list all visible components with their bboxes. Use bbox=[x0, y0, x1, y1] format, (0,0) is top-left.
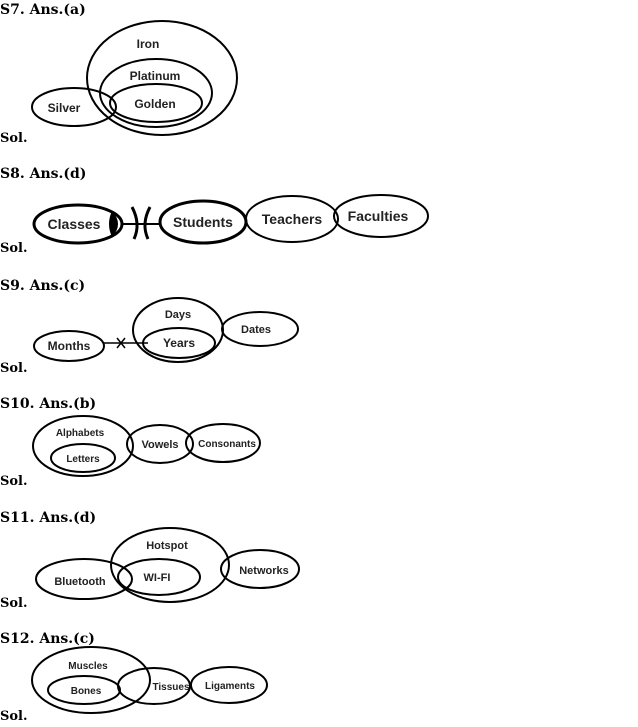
consonants-circle bbox=[185, 423, 261, 463]
letters-circle bbox=[50, 443, 116, 473]
days-circle bbox=[132, 297, 224, 363]
question-s12: S12. Ans.(c) Muscles Bones Tissues Ligam… bbox=[0, 631, 268, 724]
hotspot-circle bbox=[110, 527, 230, 603]
silver-circle bbox=[31, 87, 117, 127]
label-days: Days bbox=[165, 309, 191, 321]
sol-s10: Sol. bbox=[0, 474, 28, 489]
heading-s8: S8. Ans.(d) bbox=[0, 166, 86, 182]
heading-s12: S12. Ans.(c) bbox=[0, 631, 95, 647]
muscles-circle bbox=[31, 646, 151, 714]
wifi-circle bbox=[117, 558, 201, 596]
bones-circle bbox=[47, 675, 121, 705]
sol-s7: Sol. bbox=[0, 131, 28, 146]
heading-s9: S9. Ans.(c) bbox=[0, 278, 85, 294]
years-circle bbox=[142, 327, 216, 359]
sol-s11: Sol. bbox=[0, 596, 28, 611]
label-platinum: Platinum bbox=[130, 69, 181, 83]
label-muscles: Muscles bbox=[68, 661, 108, 672]
label-wifi: WI-FI bbox=[144, 572, 171, 584]
heading-s11: S11. Ans.(d) bbox=[0, 510, 96, 526]
teachers-circle bbox=[245, 195, 339, 243]
iron-circle bbox=[86, 20, 238, 136]
alphabets-circle bbox=[32, 415, 134, 477]
label-months: Months bbox=[48, 339, 91, 353]
question-s8: S8. Ans.(d) Classes Students Teachers Fa… bbox=[0, 166, 429, 256]
vowels-circle bbox=[126, 424, 194, 464]
label-bluetooth: Bluetooth bbox=[54, 576, 106, 588]
label-faculties: Faculties bbox=[348, 208, 409, 224]
heading-s7: S7. Ans.(a) bbox=[0, 2, 86, 18]
label-networks: Networks bbox=[239, 565, 289, 577]
label-years: Years bbox=[163, 336, 195, 350]
label-ligaments: Ligaments bbox=[205, 681, 255, 692]
question-s11: S11. Ans.(d) Hotspot WI-FI Bluetooth Net… bbox=[0, 510, 300, 611]
label-golden: Golden bbox=[134, 97, 175, 111]
label-iron: Iron bbox=[137, 37, 160, 51]
tissues-circle bbox=[117, 667, 191, 705]
cross-mark-icon bbox=[130, 206, 152, 240]
ligaments-circle bbox=[190, 666, 268, 704]
dates-circle bbox=[221, 311, 299, 347]
label-classes: Classes bbox=[48, 216, 101, 232]
label-alphabets: Alphabets bbox=[56, 428, 105, 439]
bluetooth-circle bbox=[35, 558, 133, 600]
label-vowels: Vowels bbox=[141, 439, 178, 451]
sol-s9: Sol. bbox=[0, 361, 28, 376]
label-students: Students bbox=[173, 214, 233, 230]
networks-circle bbox=[220, 549, 300, 589]
heading-s10: S10. Ans.(b) bbox=[0, 396, 96, 412]
faculties-circle bbox=[333, 194, 429, 238]
sol-s12: Sol. bbox=[0, 709, 28, 724]
golden-circle bbox=[109, 83, 203, 123]
label-consonants: Consonants bbox=[198, 439, 256, 450]
label-tissues: Tissues bbox=[152, 682, 189, 693]
question-s9: S9. Ans.(c) Months Days Years Dates Sol. bbox=[0, 278, 299, 376]
classes-shaded-cap bbox=[109, 211, 118, 237]
question-s10: S10. Ans.(b) Alphabets Letters Vowels Co… bbox=[0, 396, 261, 489]
label-bones: Bones bbox=[71, 686, 102, 697]
label-dates: Dates bbox=[241, 324, 271, 336]
sol-s8: Sol. bbox=[0, 241, 28, 256]
cross-mark-icon bbox=[116, 337, 126, 349]
label-hotspot: Hotspot bbox=[146, 540, 188, 552]
months-circle bbox=[33, 330, 105, 362]
label-teachers: Teachers bbox=[262, 211, 323, 227]
question-s7: S7. Ans.(a) Iron Platinum Golden Silver … bbox=[0, 2, 238, 146]
label-letters: Letters bbox=[66, 454, 100, 465]
label-silver: Silver bbox=[48, 101, 81, 115]
